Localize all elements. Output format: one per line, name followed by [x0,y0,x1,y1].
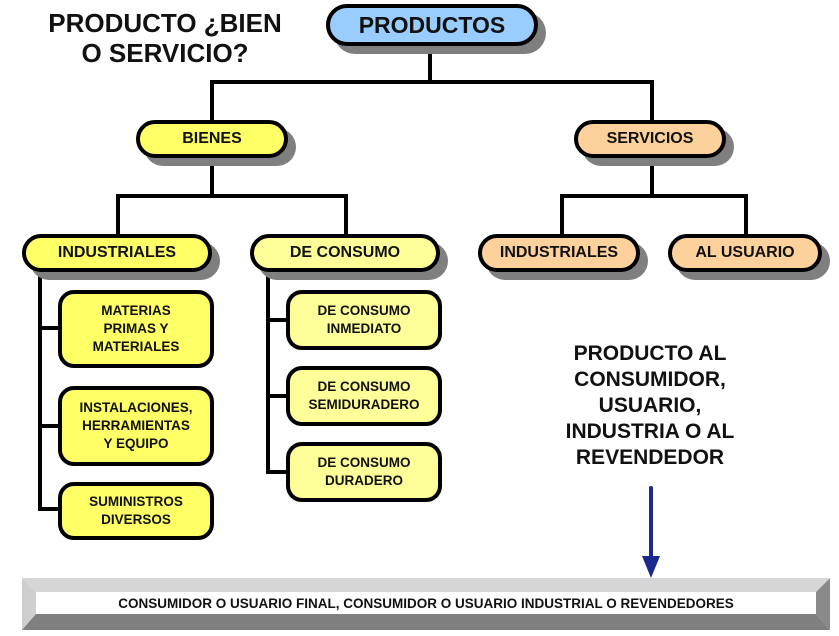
connector [344,194,348,238]
node-productos: PRODUCTOS [326,4,538,46]
note-line: PRODUCTO AL [573,342,727,365]
bottom-box-text: CONSUMIDOR O USUARIO FINAL, CONSUMIDOR O… [36,592,816,614]
node-label-line: Y EQUIPO [103,436,169,451]
node-bienes: BIENES [136,120,288,158]
connector [38,326,62,330]
title-line: O SERVICIO? [81,38,249,68]
node-de-consumo: DE CONSUMO [250,234,440,272]
node-instalaciones: INSTALACIONES, HERRAMIENTAS Y EQUIPO [58,386,214,466]
title-line: PRODUCTO ¿BIEN [48,8,282,38]
node-label: INDUSTRIALES [57,244,177,261]
node-label-line: DE CONSUMO [317,379,411,394]
node-label-line: INSTALACIONES, [79,400,193,415]
node-label: SERVICIOS [606,130,694,147]
connector [266,470,290,474]
node-label-line: SEMIDURADERO [308,397,420,412]
connector [744,194,748,238]
node-label-line: DE CONSUMO [317,455,411,470]
node-servicios: SERVICIOS [574,120,726,158]
connector [116,194,348,198]
node-label: AL USUARIO [695,244,795,261]
connector [560,194,748,198]
bevel-frame [22,578,830,630]
node-label-line: DURADERO [324,473,403,488]
connector [38,270,42,510]
node-label: DE CONSUMO [289,244,401,261]
node-suministros: SUMINISTROS DIVERSOS [58,482,214,540]
node-label-line: MATERIAS [101,303,171,318]
connector [560,194,564,238]
node-consumo-duradero: DE CONSUMO DURADERO [286,442,442,502]
node-label-line: DE CONSUMO [317,303,411,318]
node-label: PRODUCTOS [358,11,506,38]
node-consumo-semiduradero: DE CONSUMO SEMIDURADERO [286,366,442,426]
diagram-title: PRODUCTO ¿BIEN O SERVICIO? [30,8,300,68]
node-al-usuario: AL USUARIO [668,234,822,272]
note-text: PRODUCTO AL CONSUMIDOR, USUARIO, INDUSTR… [520,341,780,471]
connector [650,80,654,122]
node-label-line: PRIMAS Y [103,321,169,336]
connector [266,270,270,474]
connector [210,80,214,122]
node-consumo-inmediato: DE CONSUMO INMEDIATO [286,290,442,350]
node-label: BIENES [182,130,242,147]
note-line: INDUSTRIA O AL [565,420,735,443]
connector [116,194,120,238]
connector [650,156,654,196]
node-materias-primas: MATERIAS PRIMAS Y MATERIALES [58,290,214,368]
connector [38,507,62,511]
node-label-line: MATERIALES [92,339,180,354]
connector [210,156,214,196]
node-bienes-industriales: INDUSTRIALES [22,234,212,272]
arrow-down-icon [642,486,660,578]
connector [38,424,62,428]
connector [428,44,432,82]
note-line: REVENDEDOR [575,446,725,469]
node-label-line: INMEDIATO [326,321,402,336]
node-label: INDUSTRIALES [499,244,619,261]
note-line: USUARIO, [598,394,702,417]
connector [266,394,290,398]
bottom-box: CONSUMIDOR O USUARIO FINAL, CONSUMIDOR O… [22,578,830,630]
node-servicios-industriales: INDUSTRIALES [478,234,640,272]
connector [210,80,654,84]
connector [266,318,290,322]
node-label-line: DIVERSOS [101,512,171,527]
node-label-line: SUMINISTROS [89,494,183,509]
note-line: CONSUMIDOR, [574,368,726,391]
node-label-line: HERRAMIENTAS [82,418,190,433]
